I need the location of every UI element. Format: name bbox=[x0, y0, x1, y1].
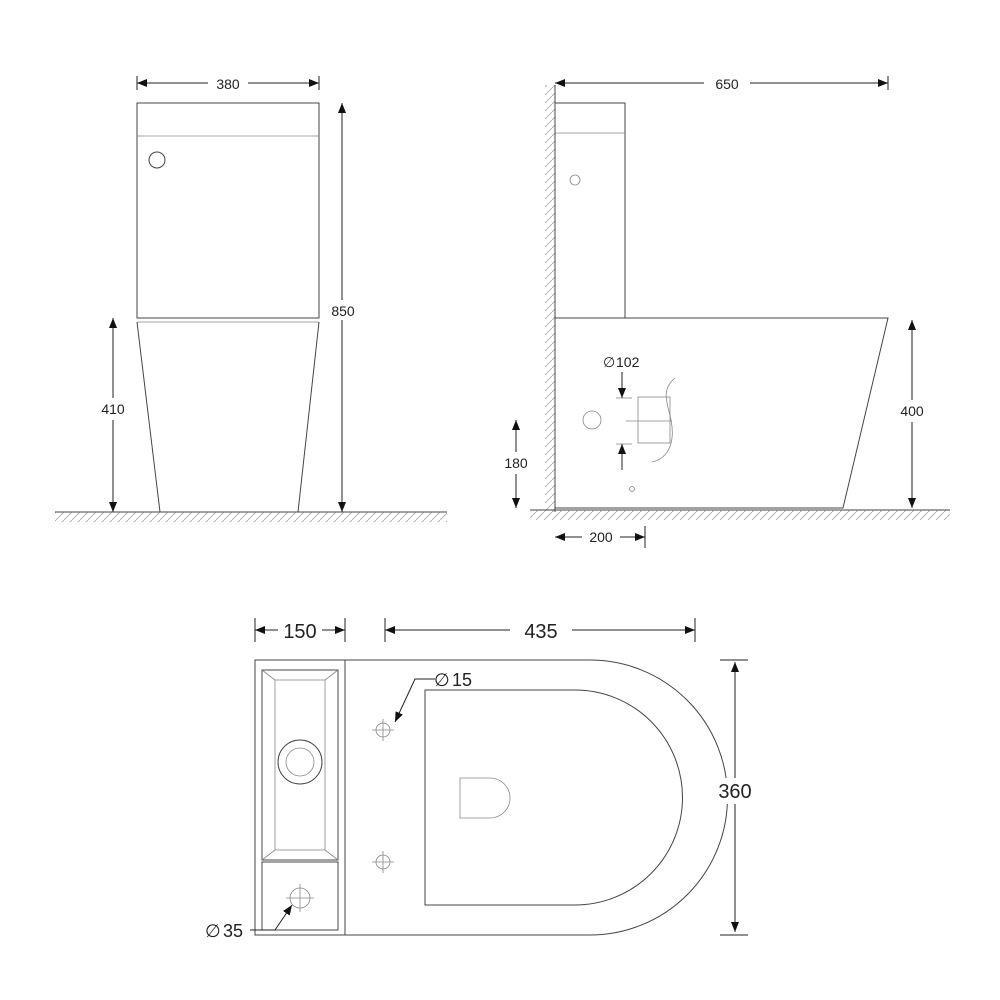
dim-bowl-length-label: 435 bbox=[524, 621, 557, 643]
bowl-top bbox=[345, 659, 728, 936]
flush-button-icon bbox=[277, 739, 323, 785]
dim-width-label: 360 bbox=[718, 781, 751, 803]
side-view: ∅ 102 650 400 180 200 bbox=[499, 74, 950, 548]
dim-tank-depth-label: 150 bbox=[283, 621, 316, 643]
wall-hatch bbox=[545, 85, 555, 512]
dim-seat-height-label: 400 bbox=[900, 403, 924, 419]
diameter-icon: ∅ bbox=[603, 354, 615, 370]
dim-height-label: 850 bbox=[331, 303, 355, 319]
cistern bbox=[136, 102, 320, 319]
dim-flush-hole-label: 35 bbox=[223, 921, 243, 941]
front-view: 380 850 410 bbox=[55, 74, 447, 522]
bowl-inner bbox=[424, 689, 683, 906]
dim-outlet-height-label: 180 bbox=[504, 455, 528, 471]
cistern-side bbox=[555, 102, 626, 318]
dim-seat-height-label: 410 bbox=[101, 401, 125, 417]
diameter-icon: ∅ bbox=[434, 670, 450, 690]
bowl-side bbox=[555, 317, 889, 509]
dim-outlet-distance-label: 200 bbox=[589, 529, 613, 545]
bowl-outline bbox=[136, 321, 320, 513]
diameter-icon: ∅ bbox=[205, 921, 221, 941]
dim-width-label: 380 bbox=[216, 76, 240, 92]
cistern-top bbox=[254, 659, 346, 936]
dim-fixing-hole-label: 15 bbox=[452, 670, 472, 690]
dim-outlet-diameter-label: 102 bbox=[616, 354, 640, 370]
flush-button-icon bbox=[148, 151, 166, 169]
floor-hatch bbox=[55, 512, 447, 522]
top-view: ∅ 15 ∅ 35 150 435 360 bbox=[205, 618, 758, 941]
dim-depth-label: 650 bbox=[715, 76, 739, 92]
